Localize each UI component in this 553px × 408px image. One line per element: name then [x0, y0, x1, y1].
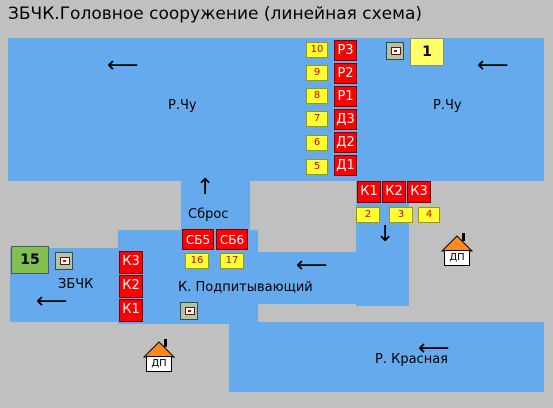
sensor-station-1-icon[interactable]	[386, 42, 404, 60]
sensor-podpit-icon[interactable]	[180, 302, 198, 320]
flow-arrow-left-icon: ⟵	[477, 53, 509, 78]
gate-r1[interactable]: Р1	[334, 86, 357, 107]
gate-sb6[interactable]: СБ6	[216, 229, 248, 250]
river-krasnaya-label: Р. Красная	[375, 352, 448, 367]
river-chu-main	[8, 38, 544, 181]
gate-d3[interactable]: Д3	[334, 109, 357, 130]
river-chu-right-label: Р.Чу	[433, 98, 462, 113]
gate-k2[interactable]: К2	[382, 181, 406, 203]
gate-sb5[interactable]: СБ5	[182, 229, 214, 250]
river-krasnaya	[229, 322, 544, 392]
gate-d2[interactable]: Д2	[334, 132, 357, 153]
flow-arrow-up-icon: ↑	[196, 175, 215, 200]
gate-num-16[interactable]: 16	[185, 253, 209, 269]
flow-arrow-left-icon: ⟵	[36, 289, 68, 314]
flow-arrow-left-icon: ⟵	[107, 53, 139, 78]
gate-num-8[interactable]: 8	[306, 88, 328, 104]
page-title: ЗБЧК.Головное сооружение (линейная схема…	[8, 4, 422, 24]
gate-zbchk-k2[interactable]: К2	[119, 275, 143, 298]
gate-zbchk-k1[interactable]: К1	[119, 299, 143, 322]
gate-num-7[interactable]: 7	[306, 111, 328, 127]
sbros-label: Сброс	[188, 207, 229, 222]
sensor-station-15-icon[interactable]	[55, 252, 73, 270]
right-channel-lower	[356, 252, 409, 306]
gate-r3[interactable]: Р3	[334, 40, 357, 61]
gate-num-4[interactable]: 4	[418, 207, 440, 223]
dp-label: ДП	[146, 356, 172, 372]
station-15-badge[interactable]: 15	[11, 246, 49, 274]
gate-k1[interactable]: К1	[357, 181, 381, 203]
station-1-badge[interactable]: 1	[410, 38, 444, 66]
gate-num-17[interactable]: 17	[220, 253, 244, 269]
sbros-channel	[181, 178, 250, 230]
gate-num-2[interactable]: 2	[356, 207, 380, 223]
dp-house-left-icon[interactable]: ДП	[142, 338, 176, 374]
gate-num-9[interactable]: 9	[306, 65, 328, 81]
gate-zbchk-k3[interactable]: К3	[119, 251, 143, 274]
gate-r2[interactable]: Р2	[334, 63, 357, 84]
gate-num-6[interactable]: 6	[306, 135, 328, 151]
flow-arrow-left-icon: ⟵	[418, 336, 450, 361]
gate-num-10[interactable]: 10	[306, 42, 328, 58]
dp-house-right-icon[interactable]: ДП	[440, 232, 474, 268]
gate-num-3[interactable]: 3	[389, 207, 413, 223]
river-chu-left-label: Р.Чу	[168, 98, 197, 113]
gate-k3[interactable]: К3	[407, 181, 431, 203]
gate-num-5[interactable]: 5	[306, 159, 328, 175]
k-podpit-label: К. Подпитывающий	[178, 280, 313, 295]
flow-arrow-down-icon: ↓	[376, 222, 395, 247]
flow-arrow-left-icon: ⟵	[296, 253, 328, 278]
zbchk-label: ЗБЧК	[58, 277, 94, 292]
gate-d1[interactable]: Д1	[334, 155, 357, 176]
dp-label: ДП	[444, 250, 470, 266]
